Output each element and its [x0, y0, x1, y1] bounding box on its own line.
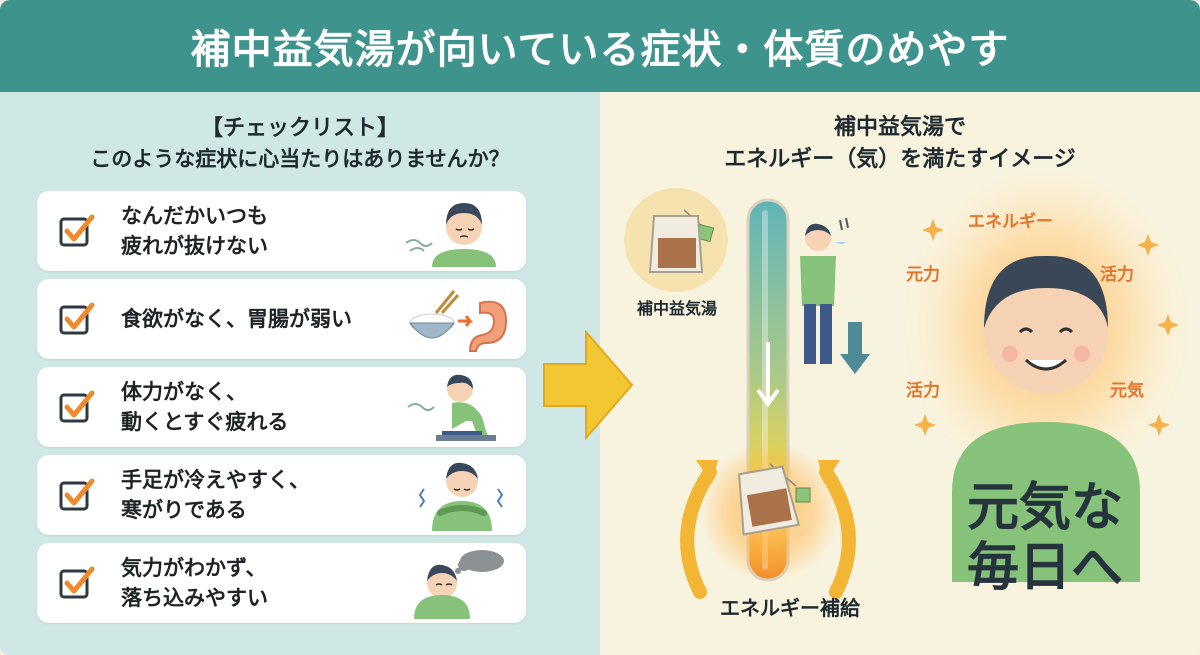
- checklist-item-text: 食欲がなく、胃腸が弱い: [121, 279, 352, 359]
- energy-word-lower-left: 活力: [906, 381, 940, 401]
- energy-word-upper-left: 元力: [906, 265, 940, 285]
- energy-heading-line1: 補中益気湯で: [833, 115, 966, 140]
- teabag-label: 補中益気湯: [636, 299, 717, 318]
- checklist-heading: 【チェックリスト】 このような症状に心当たりはありませんか？: [0, 114, 600, 174]
- checklist-item: 体力がなく、 動くとすぐ疲れる: [37, 367, 526, 447]
- checklist-item-line1: 体力がなく、: [121, 380, 247, 404]
- energy-supply-label: エネルギー補給: [720, 596, 860, 620]
- checkbox-checked-icon: [59, 302, 95, 335]
- header-banner: 補中益気湯が向いている症状・体質のめやす: [0, 0, 1200, 92]
- checklist-item-text: なんだかいつも 疲れが抜けない: [121, 191, 268, 271]
- genki-slogan-line2: 毎日へ: [966, 538, 1123, 598]
- rising-arrow-icon: [680, 460, 856, 599]
- checklist-item-line2: 疲れが抜けない: [121, 234, 268, 258]
- tired-person-icon: [405, 203, 496, 267]
- checklist-item-line2: 落ち込みやすい: [121, 586, 268, 610]
- energy-word-upper-right: 活力: [1100, 265, 1134, 285]
- checklist-item-line1: 食欲がなく、胃腸が弱い: [121, 307, 352, 331]
- checklist-item-text: 手足が冷えやすく、 寒がりである: [121, 455, 310, 535]
- checkbox-checked-icon: [59, 390, 95, 423]
- checklist-item-text: 体力がなく、 動くとすぐ疲れる: [121, 367, 288, 447]
- checklist-title: 【チェックリスト】: [200, 116, 399, 141]
- checklist-item-line1: 気力がわかず、: [121, 556, 267, 580]
- teabag-icon: [624, 188, 728, 292]
- checklist-panel: 【チェックリスト】 このような症状に心当たりはありませんか？ なんだかいつも 疲…: [0, 92, 600, 655]
- depressed-person-icon: [414, 550, 504, 619]
- checklist-item: 手足が冷えやすく、 寒がりである: [37, 455, 526, 535]
- checkbox-checked-icon: [59, 214, 95, 247]
- exhausted-sitting-person-icon: [407, 374, 496, 441]
- checklist-item-line1: なんだかいつも: [121, 204, 268, 228]
- tired-standing-man-icon: [800, 217, 870, 374]
- energy-image-panel: 補中益気湯で エネルギー（気）を満たすイメージ: [600, 92, 1200, 655]
- energy-heading: 補中益気湯で エネルギー（気）を満たすイメージ: [600, 112, 1200, 176]
- rice-bowl-stomach-icon: [409, 290, 508, 352]
- energy-word-top: エネルギー: [968, 212, 1053, 232]
- checklist-item-text: 気力がわかず、 落ち込みやすい: [121, 543, 268, 623]
- checkbox-checked-icon: [59, 566, 95, 599]
- checklist-item-line1: 手足が冷えやすく、: [121, 468, 310, 492]
- energy-illustration: [624, 172, 1196, 599]
- checklist-item: 食欲がなく、胃腸が弱い: [37, 279, 526, 359]
- checklist-item-line2: 動くとすぐ疲れる: [121, 410, 289, 434]
- energy-heading-line2: エネルギー（気）を満たすイメージ: [724, 147, 1076, 172]
- energy-word-lower-right: 元気: [1110, 381, 1144, 401]
- genki-slogan: 元気な 毎日へ: [920, 478, 1170, 598]
- right-arrow-icon: [543, 330, 634, 440]
- genki-slogan-line1: 元気な: [966, 478, 1123, 538]
- checkbox-checked-icon: [59, 478, 95, 511]
- checklist-item: なんだかいつも 疲れが抜けない: [37, 191, 526, 271]
- glowing-teabag-icon: [700, 442, 840, 582]
- sparkle-icon: [914, 219, 1179, 436]
- checklist-item-line2: 寒がりである: [121, 498, 247, 522]
- energetic-person-icon: [896, 172, 1196, 582]
- shivering-person-icon: [418, 462, 504, 531]
- page-title: 補中益気湯が向いている症状・体質のめやす: [190, 27, 1010, 73]
- checklist-item: 気力がわかず、 落ち込みやすい: [37, 543, 526, 623]
- checklist-question: このような症状に心当たりはありませんか？: [90, 147, 510, 171]
